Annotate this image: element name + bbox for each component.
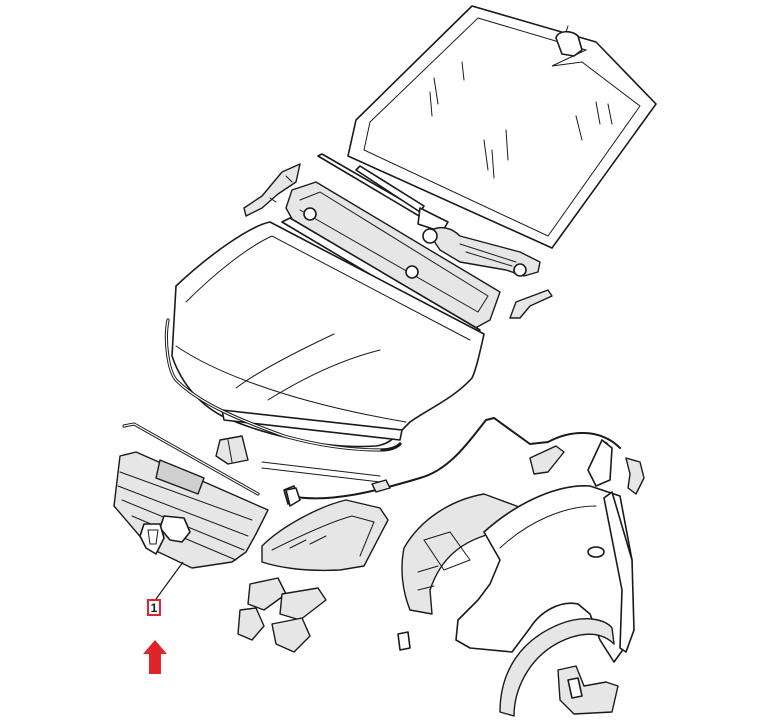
callout-1-label: 1 (150, 600, 158, 615)
arrow-up-icon (143, 640, 167, 674)
wiper-linkage (422, 226, 541, 277)
release-handle (587, 439, 645, 495)
callout-leader-line (155, 561, 184, 600)
callout-1[interactable]: 1 (147, 599, 161, 616)
deflector-brackets (237, 577, 327, 653)
cowl-clip (509, 289, 553, 319)
windscreen (347, 5, 657, 249)
grille-badge (139, 523, 165, 555)
wing-trim-strip (603, 491, 635, 653)
bonnet-seal (164, 318, 402, 452)
mirror-mount (555, 25, 583, 57)
bonnet (171, 221, 485, 448)
bonnet-rod-seal (122, 422, 381, 496)
bonnet-stay-holder (529, 445, 565, 475)
wiper-arms (317, 153, 449, 233)
scuttle-bracket (243, 163, 301, 217)
headlamp (261, 487, 389, 572)
front-grille (113, 451, 269, 569)
mud-flap (557, 665, 619, 715)
wheel-arch-moulding (499, 618, 615, 717)
